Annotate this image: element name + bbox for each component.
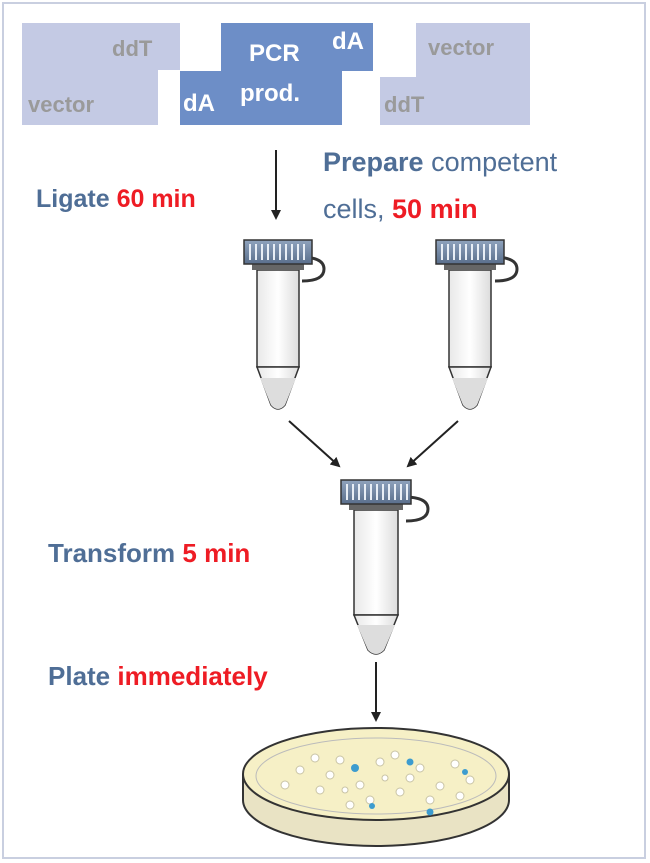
ligation-tube-icon xyxy=(243,239,326,410)
prepare-step-label: Prepare competent xyxy=(323,147,557,178)
prod-label: prod. xyxy=(240,80,300,107)
ligate-step-label: Ligate 60 min xyxy=(36,185,196,214)
competent-cells-tube-icon xyxy=(435,239,519,410)
cells-time: 50 min xyxy=(392,194,478,224)
plate-time: immediately xyxy=(117,661,268,691)
cells-label: cells, xyxy=(323,194,385,224)
right-vector-label: vector xyxy=(428,35,495,60)
transformation-tube-icon xyxy=(340,479,430,655)
dA-bottom-label: dA xyxy=(183,90,215,117)
transform-label: Transform xyxy=(48,538,176,568)
transform-time: 5 min xyxy=(182,538,251,568)
vector-left-block xyxy=(22,23,180,125)
ligate-time: 60 min xyxy=(116,185,196,213)
merge-arrow-right xyxy=(406,420,459,468)
vector-right-block xyxy=(380,23,530,125)
prepare-rest: competent xyxy=(431,147,558,177)
plate-step-label: Plate immediately xyxy=(48,661,268,692)
ligate-label: Ligate xyxy=(36,185,110,213)
pcr-label: PCR xyxy=(249,40,300,67)
transform-step-label: Transform 5 min xyxy=(48,538,250,569)
left-vector-label: vector xyxy=(28,92,95,117)
cells-step-label: cells, 50 min xyxy=(323,194,478,225)
plate-label: Plate xyxy=(48,661,111,691)
prepare-label: Prepare xyxy=(323,147,424,177)
pcr-product-block xyxy=(180,23,373,125)
dA-top-label: dA xyxy=(332,28,364,55)
petri-dish-icon xyxy=(242,727,510,847)
left-ddT-label: ddT xyxy=(112,36,153,61)
right-ddT-label: ddT xyxy=(384,92,425,117)
merge-arrow-left xyxy=(288,420,341,468)
